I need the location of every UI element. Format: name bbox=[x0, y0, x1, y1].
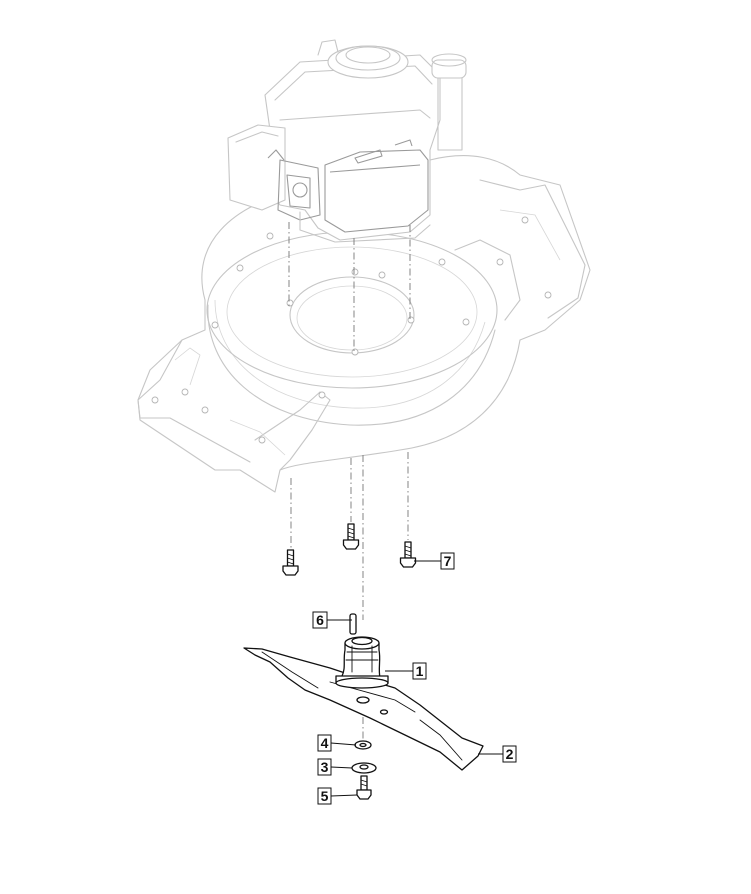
callout-3-label: 3 bbox=[321, 759, 329, 775]
lock-washer-4 bbox=[354, 740, 372, 750]
bolt-7-left bbox=[282, 549, 299, 576]
leader-lines bbox=[327, 560, 503, 797]
blade-bolt-5 bbox=[356, 775, 372, 800]
key-pin-6 bbox=[349, 613, 357, 635]
engine bbox=[227, 39, 467, 243]
callout-1-label: 1 bbox=[416, 663, 424, 679]
mower-deck bbox=[137, 155, 591, 493]
flat-washer-3 bbox=[351, 762, 377, 774]
callout-7-label: 7 bbox=[444, 553, 452, 569]
callout-3: 3 bbox=[317, 758, 332, 776]
callout-5: 5 bbox=[317, 787, 332, 805]
callout-6-label: 6 bbox=[316, 612, 324, 628]
callout-7: 7 bbox=[440, 552, 455, 570]
blade-2 bbox=[243, 647, 484, 771]
bolt-7-right bbox=[399, 541, 417, 568]
callout-6: 6 bbox=[312, 611, 328, 629]
blade-adapter-1 bbox=[335, 636, 389, 689]
bolt-7-middle bbox=[342, 523, 360, 550]
callout-4: 4 bbox=[317, 734, 332, 752]
callout-5-label: 5 bbox=[321, 788, 329, 804]
callout-1: 1 bbox=[412, 662, 427, 680]
alignment-lines bbox=[288, 222, 411, 742]
callout-2: 2 bbox=[502, 745, 517, 763]
callout-2-label: 2 bbox=[506, 746, 514, 762]
callout-4-label: 4 bbox=[321, 735, 329, 751]
